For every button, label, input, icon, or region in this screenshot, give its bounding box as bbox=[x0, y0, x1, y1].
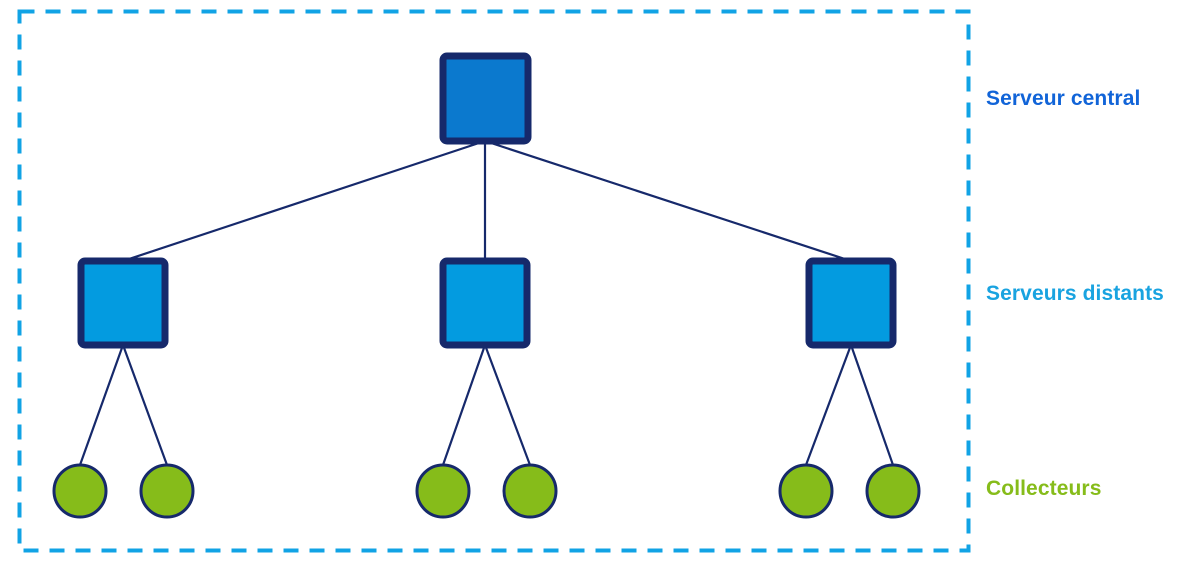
boundary-dashed-rect bbox=[17, 9, 971, 553]
collector-2[interactable] bbox=[139, 463, 195, 519]
legend-label-collectors: Collecteurs bbox=[986, 477, 1102, 500]
link-group-central-to-remote bbox=[121, 139, 853, 263]
link-remote1-collector1 bbox=[78, 343, 125, 467]
link-central-remote-3 bbox=[483, 139, 853, 263]
collector-4[interactable] bbox=[502, 463, 558, 519]
remote-servers-group bbox=[77, 257, 897, 349]
collector-5[interactable] bbox=[778, 463, 834, 519]
collector-3[interactable] bbox=[415, 463, 471, 519]
link-remote2-collector4 bbox=[483, 343, 532, 467]
legend-label-central-server: Serveur central bbox=[986, 87, 1141, 110]
legend-label-remote-servers: Serveurs distants bbox=[986, 282, 1164, 305]
collector-1[interactable] bbox=[52, 463, 108, 519]
link-remote3-collector6 bbox=[849, 343, 895, 467]
link-remote1-collector2 bbox=[121, 343, 169, 467]
remote-server-2[interactable] bbox=[439, 257, 531, 349]
link-remote3-collector5 bbox=[804, 343, 853, 467]
collectors-group bbox=[52, 463, 921, 519]
link-central-remote-1 bbox=[121, 139, 487, 263]
remote-server-1[interactable] bbox=[77, 257, 169, 349]
collector-6[interactable] bbox=[865, 463, 921, 519]
central-server[interactable] bbox=[439, 52, 532, 145]
link-group-remote-to-collectors bbox=[78, 343, 895, 467]
link-remote2-collector3 bbox=[441, 343, 487, 467]
remote-server-3[interactable] bbox=[805, 257, 897, 349]
